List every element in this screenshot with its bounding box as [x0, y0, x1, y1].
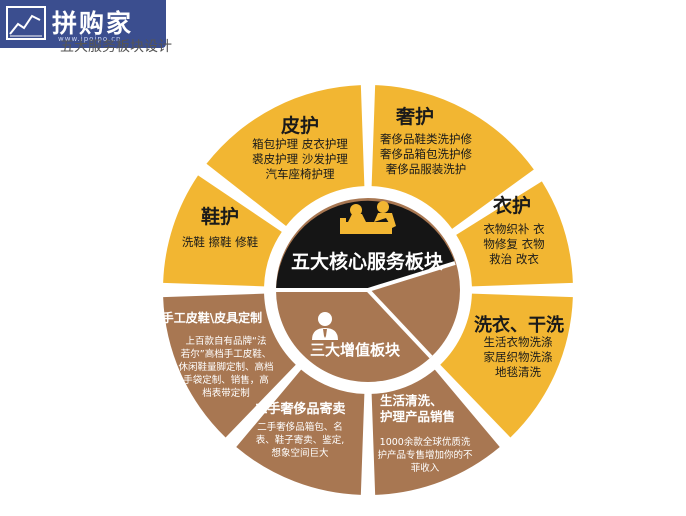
section-line-custom: 手袋定制、销售，高: [183, 374, 269, 386]
section-line-custom: 上百款自有品牌“法: [186, 335, 267, 347]
watermark-logo: 拼购家 www.ipoipo.cn: [0, 0, 166, 48]
person-icon: [312, 312, 338, 340]
section-title-luxury: 奢护: [395, 105, 434, 128]
section-line-leather: 箱包护理 皮衣护理: [252, 137, 348, 151]
section-line-clothing: 衣物织补 衣: [483, 222, 545, 236]
watermark-name: 拼购家: [52, 9, 134, 38]
section-line-retail: 菲收入: [411, 462, 440, 474]
section-line-wash: 地毯清洗: [495, 365, 541, 379]
section-line-secondhand: 二手奢侈品箱包、名: [257, 421, 343, 433]
segment-custom: [163, 293, 296, 438]
section-line-custom: 休闲鞋量脚定制、高档: [178, 361, 273, 373]
segment-clothing: [456, 181, 573, 287]
page-subtitle: 五大服务板块设计: [60, 39, 172, 55]
section-line-secondhand: 表、鞋子寄卖、鉴定,: [256, 434, 345, 446]
section-line-leather: 汽车座椅护理: [266, 167, 335, 181]
section-title-secondhand: 二手奢侈品寄卖: [254, 401, 345, 417]
segment-wash: [440, 293, 573, 438]
section-line-luxury: 奢侈品鞋类洗护修: [380, 132, 472, 146]
section-line-shoe: 洗鞋 擦鞋 修鞋: [182, 235, 259, 249]
watermark-url: www.ipoipo.cn: [58, 35, 122, 43]
section-line-custom: 档表带定制: [202, 387, 250, 399]
section-line-custom: 若尔”高档手工皮鞋、: [181, 348, 271, 360]
section-line-wash: 生活衣物洗涤: [484, 335, 553, 349]
section-title-leather: 皮护: [281, 114, 319, 137]
segment-shoe: [163, 175, 282, 287]
segment-secondhand: [236, 369, 365, 495]
section-line-luxury: 奢侈品箱包洗护修: [380, 147, 472, 161]
segment-luxury: [371, 85, 534, 229]
segment-retail: [371, 369, 500, 495]
segment-leather: [206, 85, 365, 226]
section-line-secondhand: 想象空间巨大: [271, 447, 329, 459]
section-title-clothing: 衣护: [493, 194, 531, 217]
section-line-luxury: 奢侈品服装洗护: [386, 162, 467, 176]
section-line-retail: 护产品专售增加你的不: [377, 449, 473, 461]
value-added-title: 三大增值板块: [310, 341, 401, 359]
section-title-wash: 洗衣、干洗: [474, 314, 564, 336]
section-title-custom: 手工皮鞋\皮具定制: [162, 310, 262, 325]
section-line-clothing: 物修复 衣物: [483, 237, 544, 251]
outer-ring: [163, 85, 573, 495]
section-title-retail: 护理产品销售: [380, 409, 455, 424]
core-title: 五大核心服务板块: [291, 250, 444, 273]
section-line-retail: 1000余款全球优质洗: [380, 436, 471, 448]
section-title-retail: 生活清洗、: [380, 393, 443, 408]
team-icon: [340, 201, 396, 234]
section-line-wash: 家居织物洗涤: [484, 350, 553, 364]
section-line-clothing: 救治 改衣: [489, 252, 539, 266]
chart-logo-icon: [6, 6, 46, 40]
section-line-leather: 裘皮护理 沙发护理: [252, 152, 348, 166]
section-title-shoe: 鞋护: [201, 205, 239, 228]
core-services-hub: [276, 200, 455, 290]
